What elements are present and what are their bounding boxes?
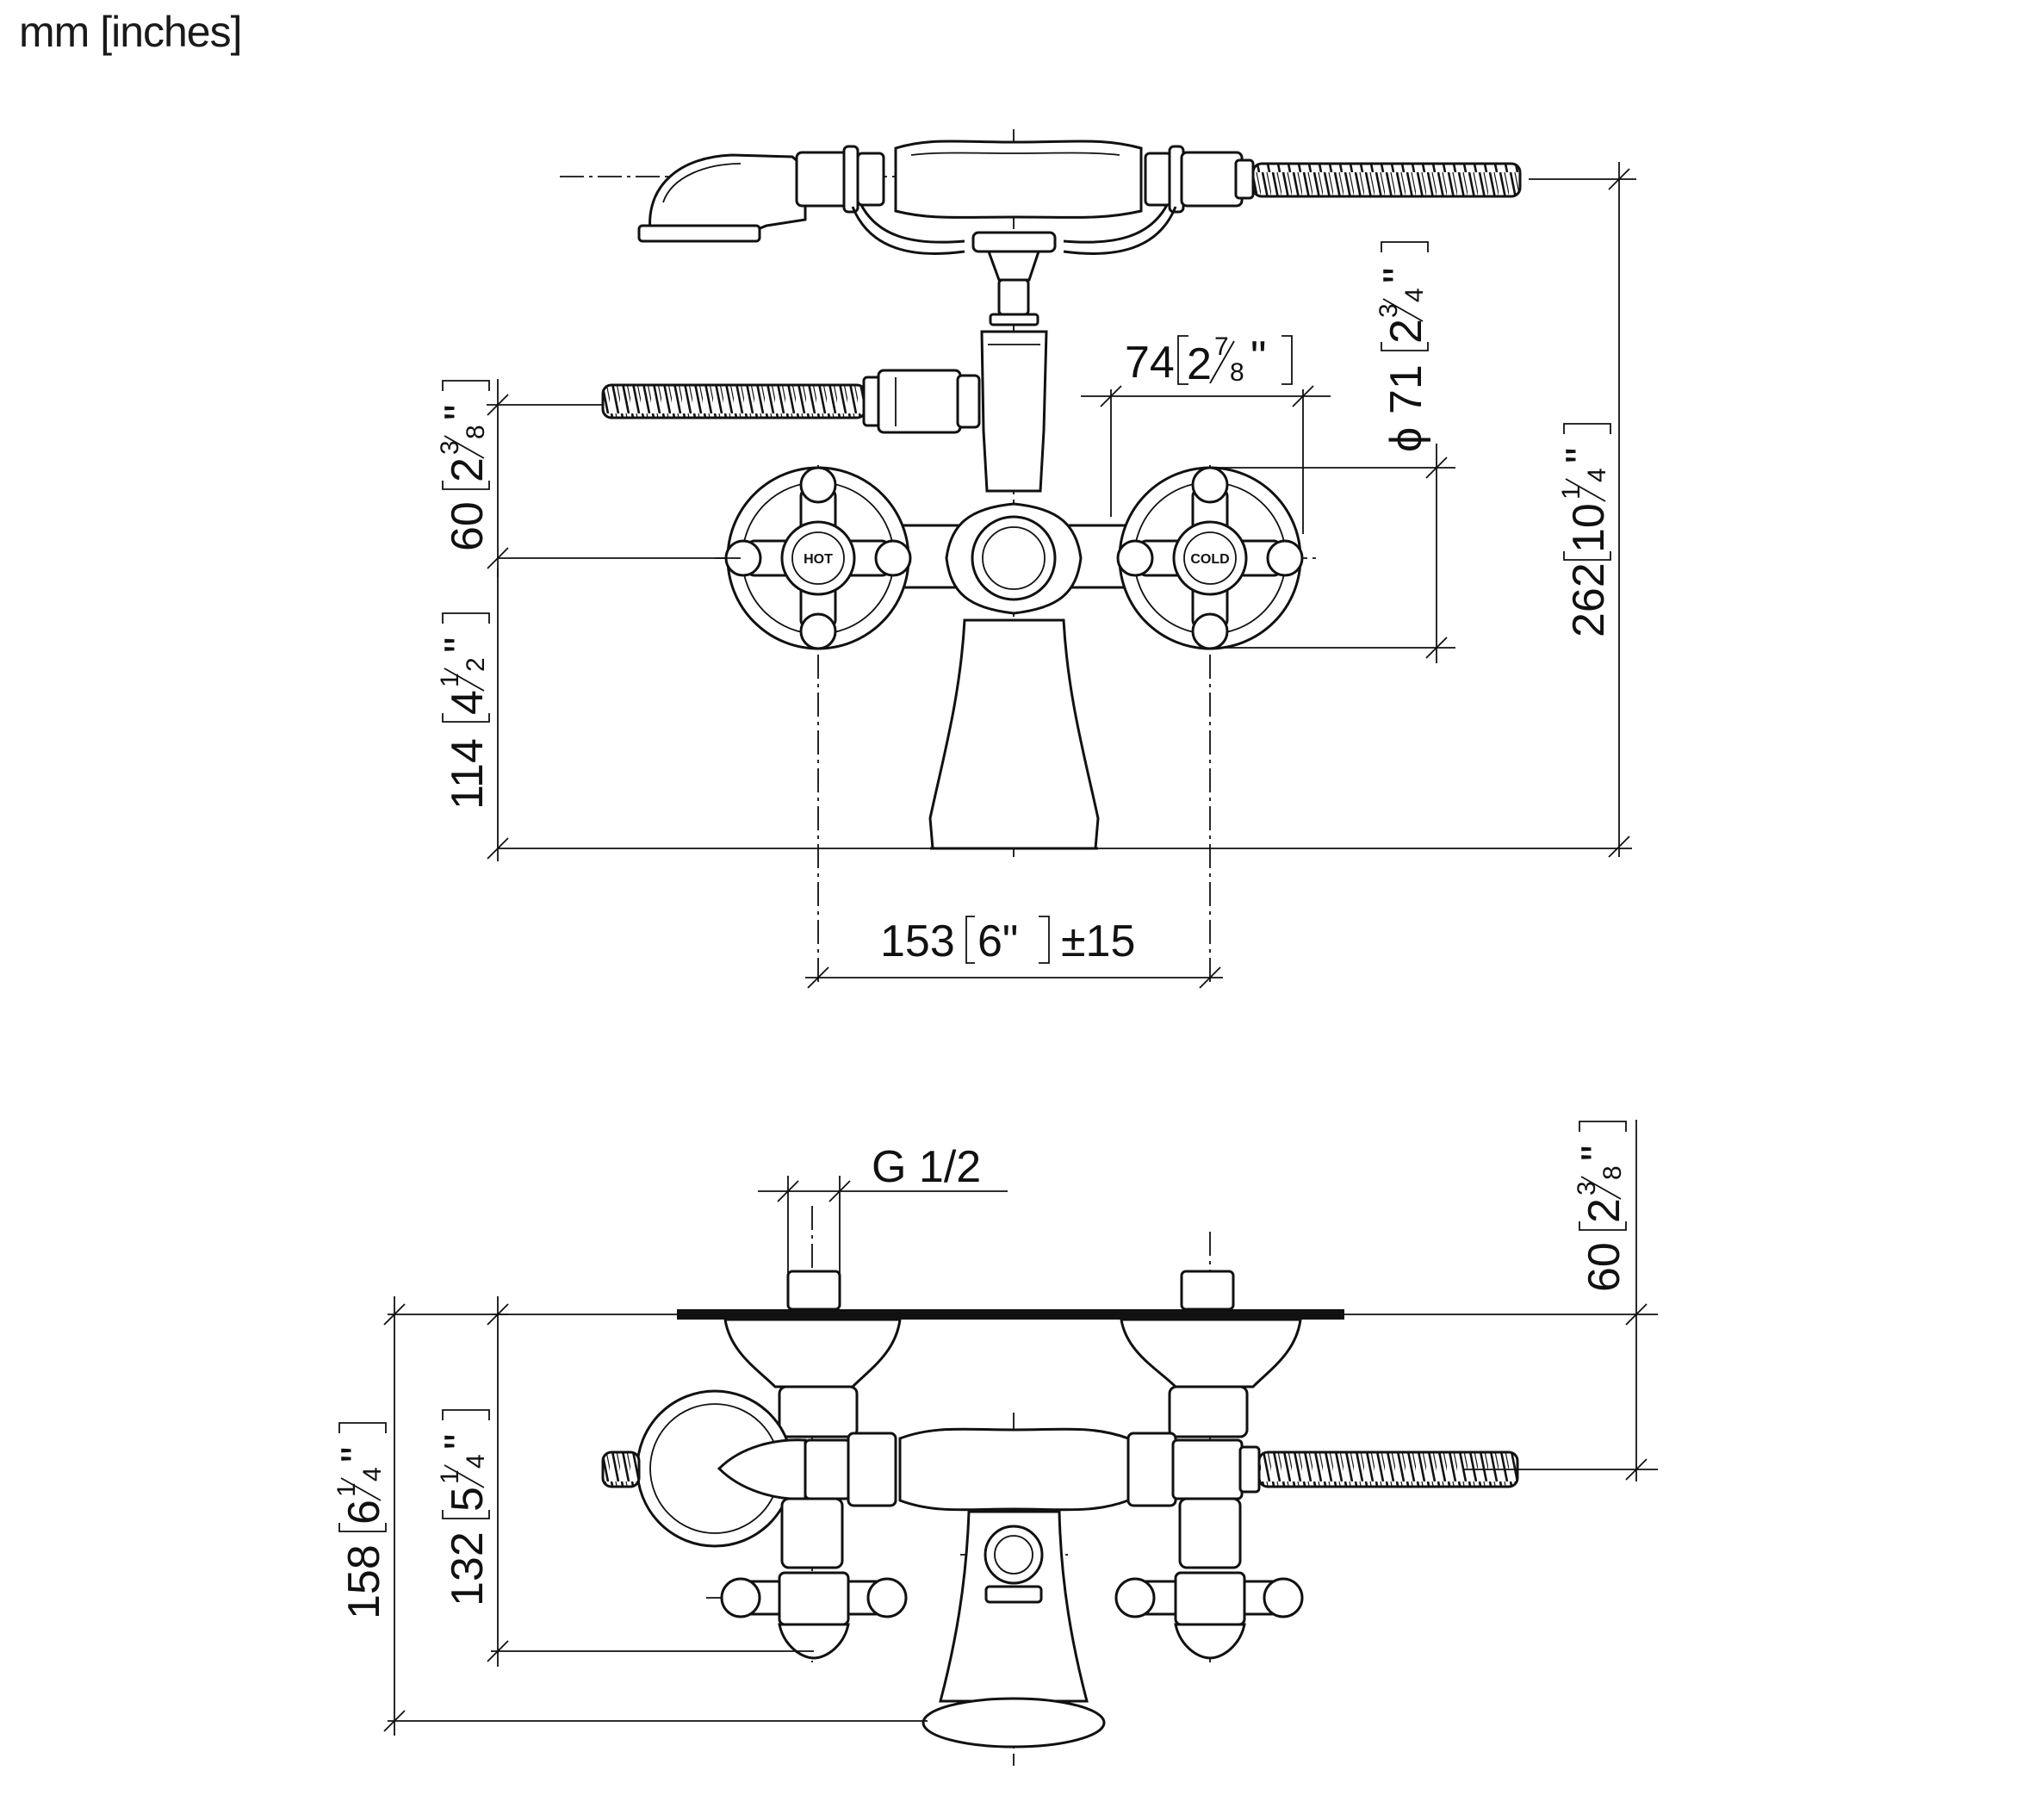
svg-text:": " — [1375, 268, 1424, 283]
dim-74-den: 8 — [1230, 358, 1244, 387]
handset-top — [804, 1427, 1519, 1512]
dim-153-value: 153 — [880, 916, 955, 966]
inlet-right — [1180, 1270, 1235, 1311]
dim-60-num: 3 — [436, 440, 464, 455]
dim-60-value: 60 — [443, 501, 493, 551]
dim-114-whole: 4 — [443, 690, 493, 715]
dim-74-num: 7 — [1214, 332, 1229, 361]
dim-71-num: 3 — [1375, 303, 1403, 318]
dim-158-whole: 6 — [339, 1500, 389, 1525]
thread-size: G 1/2 — [872, 1142, 981, 1192]
front-dimensions: 74 2 7 8 " ϕ 71 2 3 4 " — [436, 162, 1636, 989]
dim-158-value: 158 — [339, 1544, 389, 1619]
spout-top — [922, 1510, 1106, 1749]
units-label: mm [inches] — [19, 8, 243, 56]
dim-262-whole: 10 — [1564, 503, 1614, 553]
top-dim-60-whole: 2 — [1579, 1198, 1629, 1223]
svg-text:": " — [1557, 448, 1607, 463]
center-body — [928, 502, 1100, 850]
dim-132-num: 1 — [436, 1469, 464, 1484]
top-dim-60-num: 3 — [1573, 1181, 1601, 1196]
svg-text:": " — [436, 637, 486, 653]
inlet-left — [786, 1270, 841, 1311]
svg-text:": " — [436, 1434, 486, 1450]
dim-262-num: 1 — [1557, 485, 1586, 500]
cold-cap-label: COLD — [1190, 552, 1229, 567]
hot-handle-top — [720, 1571, 908, 1660]
dim-60-whole: 2 — [443, 457, 493, 482]
dim-153-inch: 6" — [977, 916, 1018, 966]
hose-holder — [601, 1389, 807, 1548]
dim-114-num: 1 — [436, 673, 464, 687]
dim-71-den: 4 — [1400, 288, 1429, 302]
top-dimensions: G 1/2 60 2 3 8 " 1 — [332, 1120, 1658, 1736]
dim-153-tolerance: ±15 — [1061, 916, 1135, 966]
dim-71-value: 71 — [1381, 364, 1431, 414]
dim-74-value: 74 — [1125, 338, 1175, 388]
svg-text:": " — [436, 405, 486, 420]
front-view: HOT COLD — [436, 129, 1636, 989]
svg-text:": " — [1250, 332, 1266, 382]
dim-158-den: 4 — [358, 1467, 387, 1481]
dim-71-whole: 2 — [1381, 319, 1431, 344]
cold-valve: COLD — [1116, 466, 1304, 650]
dim-262-den: 4 — [1583, 468, 1611, 482]
top-dim-60-den: 8 — [1598, 1165, 1627, 1180]
dim-114-den: 2 — [462, 657, 490, 672]
svg-text:": " — [1573, 1146, 1623, 1161]
mounting-plate — [677, 1309, 1344, 1320]
diverter-hose — [601, 369, 981, 434]
svg-text:": " — [332, 1447, 382, 1463]
dim-158-num: 1 — [332, 1482, 361, 1497]
dim-60-den: 8 — [462, 425, 490, 439]
hand-shower — [637, 140, 1522, 255]
cradle-post — [971, 231, 1057, 493]
dim-74-whole: 2 — [1187, 339, 1212, 389]
top-view: G 1/2 60 2 3 8 " 1 — [332, 1120, 1658, 1766]
top-dim-60-value: 60 — [1579, 1242, 1629, 1292]
dim-132-den: 4 — [462, 1454, 490, 1469]
cold-handle-top — [1114, 1571, 1304, 1660]
dim-262-value: 262 — [1564, 562, 1614, 637]
dim-132-whole: 5 — [443, 1487, 493, 1512]
dim-71-prefix: ϕ — [1381, 427, 1431, 452]
dim-132-value: 132 — [443, 1531, 493, 1606]
dim-114-value: 114 — [443, 738, 493, 810]
hot-valve: HOT — [724, 466, 912, 650]
hot-cap-label: HOT — [804, 552, 833, 567]
